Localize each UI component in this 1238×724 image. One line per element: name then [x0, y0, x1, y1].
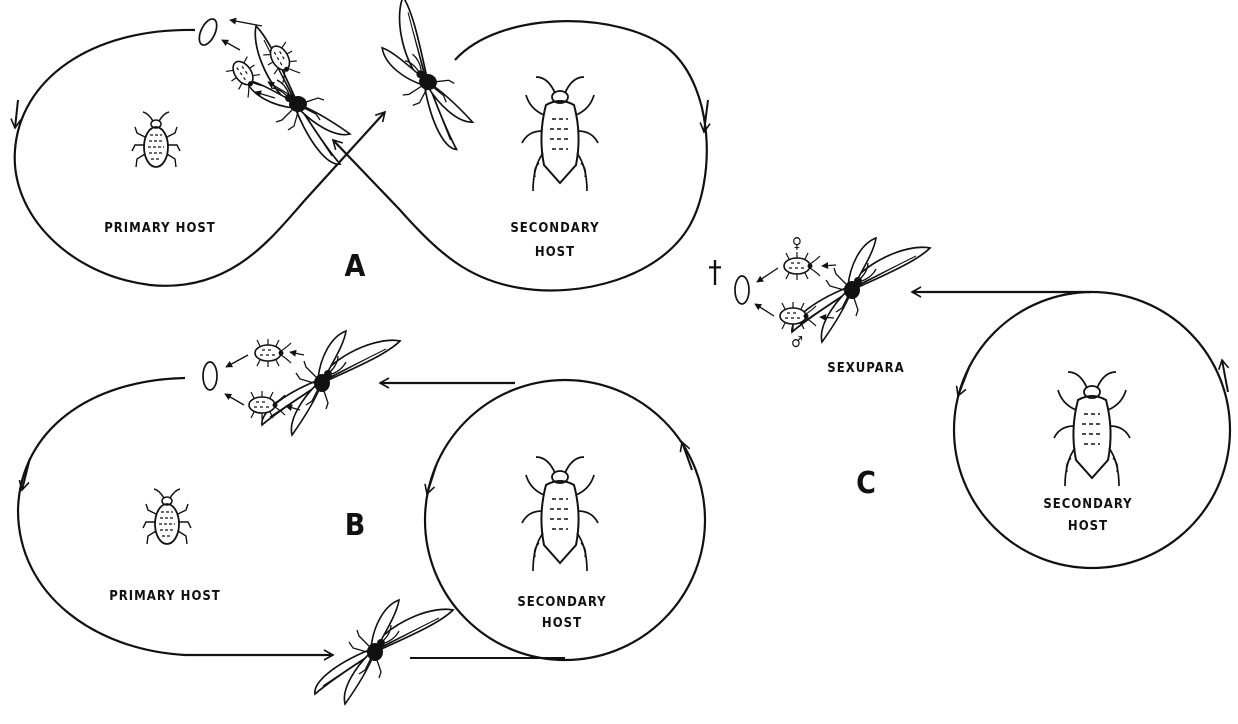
- female-symbol: ♀: [792, 234, 802, 252]
- winged-aphid-icon: [315, 600, 453, 704]
- aphid-icon: [522, 457, 598, 571]
- primary-host-label-b: PRIMARY HOST: [109, 589, 221, 604]
- winged-aphid-icon: [246, 26, 350, 164]
- panel-c: ♀ ♂ † SEXUPARA SECONDARY HOST C: [708, 234, 1230, 568]
- arrow-icon: [230, 20, 262, 26]
- egg-icon: [735, 276, 749, 304]
- secondary-host-label-b-line2: HOST: [542, 616, 582, 631]
- secondary-host-arrow-b-left: [427, 466, 436, 494]
- arrow-icon: [822, 265, 836, 266]
- egg-icon: [196, 16, 221, 47]
- panel-label-b: B: [345, 508, 366, 543]
- secondary-host-label-a-line2: HOST: [535, 245, 575, 260]
- aphid-icon: [143, 489, 191, 544]
- aphid-icon: [1054, 372, 1130, 486]
- panel-b: PRIMARY HOST SECONDARY HOST B: [18, 331, 705, 704]
- winged-aphid-icon: [365, 0, 495, 152]
- panel-label-a: A: [345, 249, 366, 284]
- male-symbol: ♂: [791, 333, 803, 351]
- secondary-host-label-c-line2: HOST: [1068, 519, 1108, 534]
- winged-aphid-icon: [262, 331, 400, 435]
- secondary-host-arrow-c-left: [958, 365, 970, 396]
- nymph-icon: [255, 339, 291, 367]
- arrow-icon: [755, 304, 774, 316]
- secondary-host-label-b-line1: SECONDARY: [517, 595, 606, 610]
- nymph-icon: [784, 252, 820, 280]
- arrow-icon: [222, 40, 240, 50]
- aphid-icon: [132, 112, 180, 167]
- primary-host-arrow-a: [15, 100, 18, 128]
- egg-icon: [203, 362, 217, 390]
- sexupara-label: SEXUPARA: [827, 361, 904, 376]
- primary-host-loop-b: [18, 378, 333, 655]
- arrow-icon: [226, 355, 248, 367]
- secondary-host-label-a-line1: SECONDARY: [510, 221, 599, 236]
- panel-a: PRIMARY HOST SECONDARY HOST A: [15, 0, 708, 290]
- panel-label-c: C: [856, 466, 876, 501]
- arrow-icon: [290, 352, 304, 355]
- primary-host-label-a: PRIMARY HOST: [104, 221, 216, 236]
- arrow-icon: [225, 394, 244, 405]
- winged-aphid-icon: [792, 238, 930, 342]
- aphid-icon: [522, 77, 598, 191]
- secondary-host-label-c-line1: SECONDARY: [1043, 497, 1132, 512]
- arrow-icon: [757, 268, 778, 282]
- dagger-symbol: †: [708, 255, 722, 290]
